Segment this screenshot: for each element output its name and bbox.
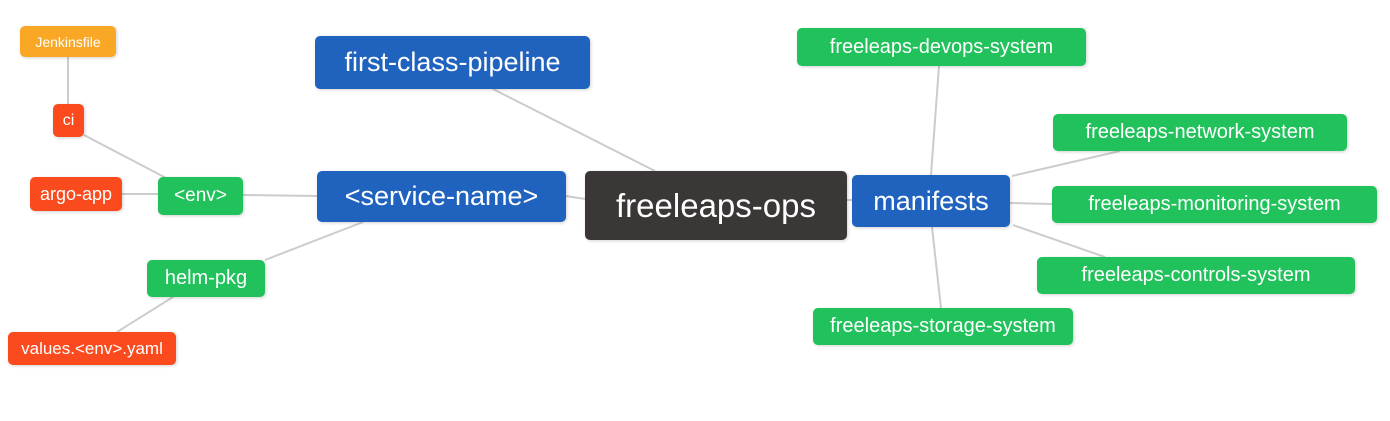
- edge-manifests-network: [1011, 150, 1121, 177]
- edge-ci-env: [83, 134, 167, 179]
- edge-helmpkg-values: [116, 296, 174, 333]
- node-service-name[interactable]: <service-name>: [317, 171, 566, 222]
- node-first-class-pipeline[interactable]: first-class-pipeline: [315, 36, 590, 89]
- node-freeleaps-devops-system[interactable]: freeleaps-devops-system: [797, 28, 1086, 66]
- node-env[interactable]: <env>: [158, 177, 243, 215]
- node-jenkinsfile[interactable]: Jenkinsfile: [20, 26, 116, 57]
- edge-service-ops: [565, 195, 586, 200]
- node-freeleaps-ops[interactable]: freeleaps-ops: [585, 171, 847, 240]
- edge-manifests-controls: [1012, 224, 1106, 258]
- node-helm-pkg[interactable]: helm-pkg: [147, 260, 265, 297]
- edge-env-service: [242, 194, 318, 197]
- edge-service-helmpkg: [264, 221, 364, 261]
- node-values-env-yaml[interactable]: values.<env>.yaml: [8, 332, 176, 365]
- node-argo-app[interactable]: argo-app: [30, 177, 122, 211]
- edge-manifests-devops: [930, 65, 940, 176]
- node-freeleaps-controls-system[interactable]: freeleaps-controls-system: [1037, 257, 1355, 294]
- edge-manifests-storage: [931, 226, 942, 309]
- edge-manifests-monitoring: [1009, 202, 1053, 205]
- node-manifests[interactable]: manifests: [852, 175, 1010, 227]
- node-freeleaps-monitoring-system[interactable]: freeleaps-monitoring-system: [1052, 186, 1377, 223]
- edge-fcp-ops: [492, 88, 656, 172]
- node-ci[interactable]: ci: [53, 104, 84, 137]
- node-freeleaps-network-system[interactable]: freeleaps-network-system: [1053, 114, 1347, 151]
- node-freeleaps-storage-system[interactable]: freeleaps-storage-system: [813, 308, 1073, 345]
